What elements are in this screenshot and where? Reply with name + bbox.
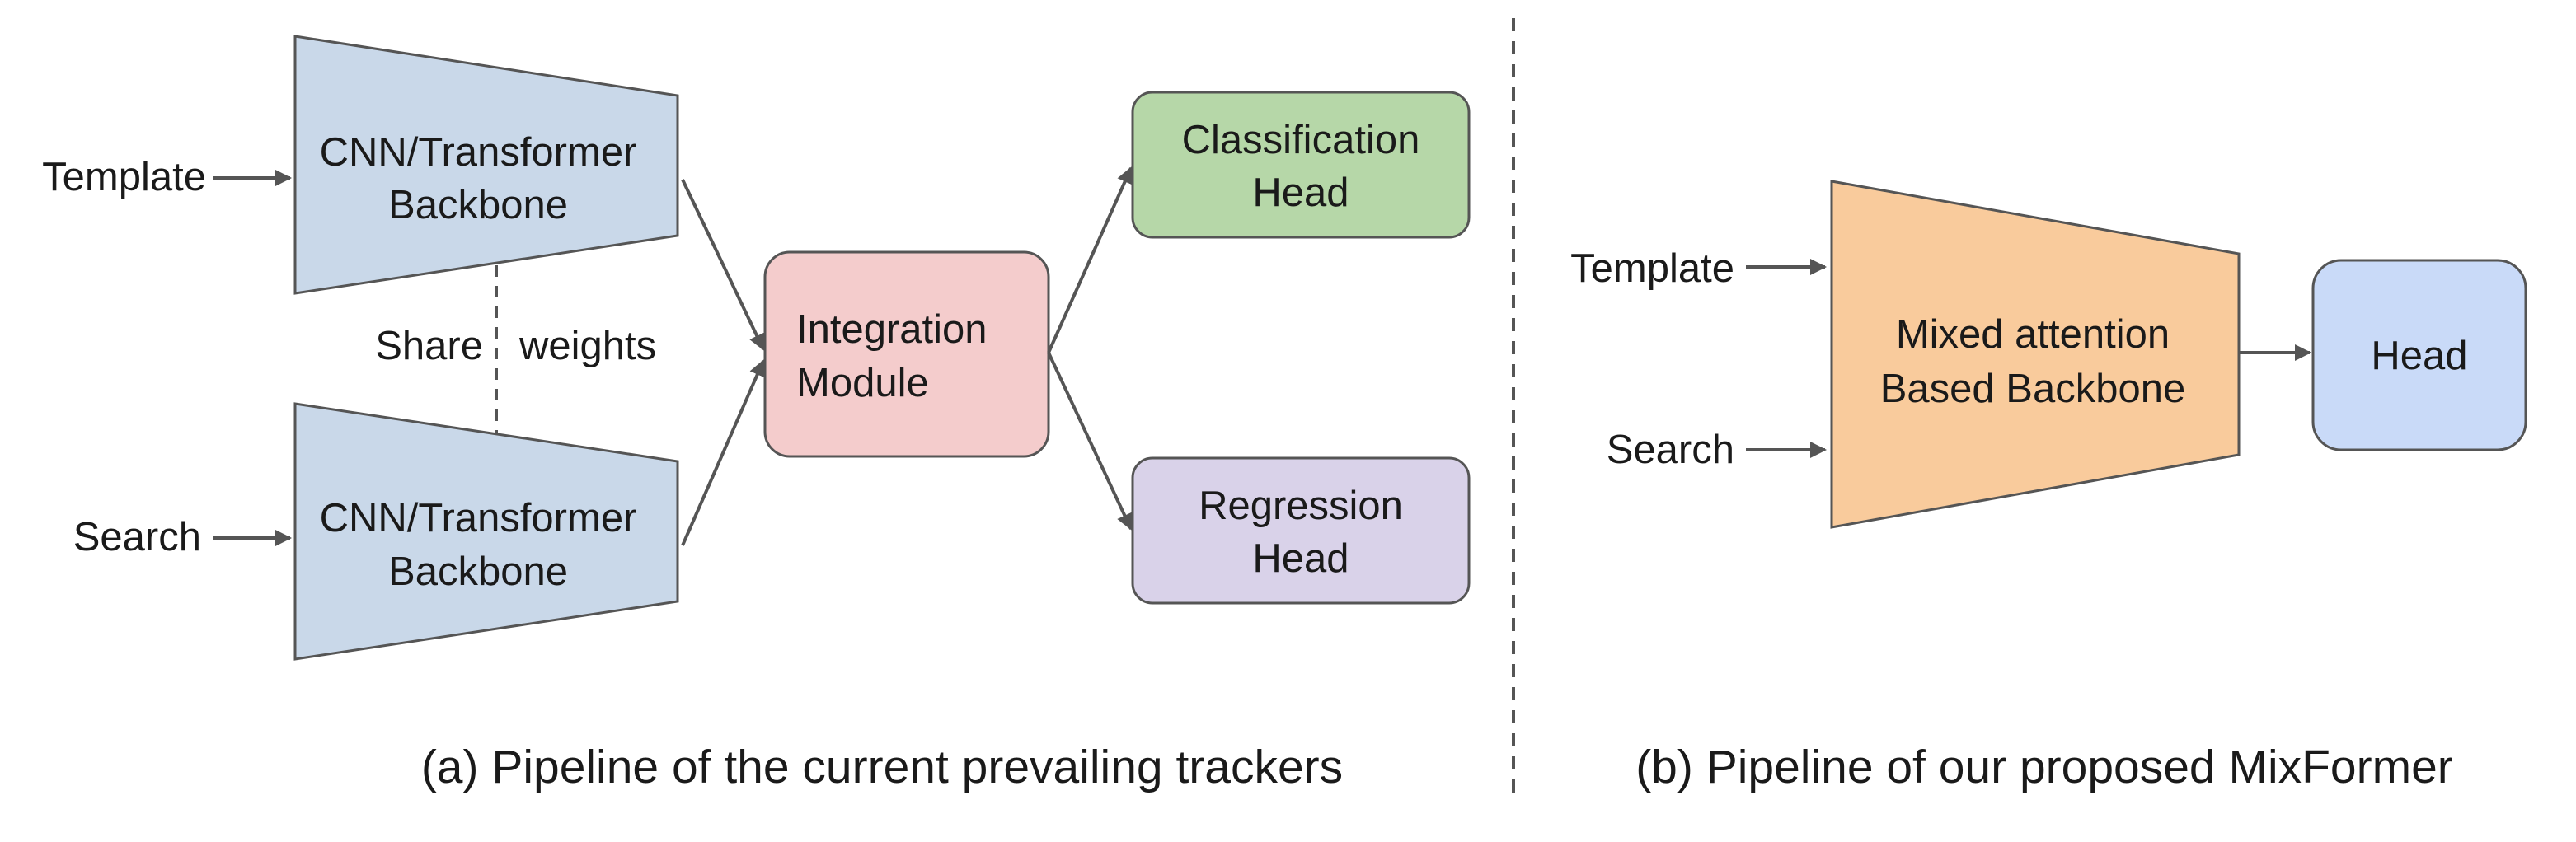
classification-head-label-line1: Classification	[1182, 118, 1420, 162]
share-label: Share	[375, 324, 483, 368]
regression-head: Regression Head	[1131, 456, 1471, 605]
regression-head-label-line1: Regression	[1199, 484, 1403, 528]
classification-head: Classification Head	[1131, 91, 1471, 239]
backbone-top-label-line2: Backbone	[388, 183, 568, 227]
input-template-label-a: Template	[42, 155, 206, 199]
backbone-bottom-shape	[293, 402, 679, 661]
caption-a: (a) Pipeline of the current prevailing t…	[421, 741, 1343, 793]
backbone-top-to-integration-arrow	[681, 179, 765, 351]
input-search-label-a: Search	[73, 515, 201, 559]
integration-module-label-line1: Integration	[796, 307, 988, 352]
backbone-top-shape	[293, 35, 679, 295]
caption-b: (b) Pipeline of our proposed MixFormer	[1635, 741, 2453, 793]
regression-head-box	[1131, 456, 1471, 605]
backbone-bottom-to-integration-arrow	[681, 359, 765, 546]
integration-to-classification-arrow	[1047, 166, 1133, 353]
backbone-top: CNN/Transformer Backbone	[293, 35, 679, 295]
regression-head-label-line2: Head	[1252, 536, 1349, 581]
input-search-label-b: Search	[1607, 428, 1734, 472]
backbone-bottom-label-line1: CNN/Transformer	[320, 496, 637, 540]
head: Head	[2311, 259, 2527, 451]
backbone-bottom-label-line2: Backbone	[388, 550, 568, 594]
integration-module-box	[763, 250, 1050, 458]
panel-b: Template Search Mixed attention Based Ba…	[1570, 180, 2527, 793]
head-box	[2311, 259, 2527, 451]
mixed-attention-backbone-label-line2: Based Backbone	[1880, 367, 2186, 411]
head-label: Head	[2371, 334, 2467, 378]
classification-head-label-line2: Head	[1252, 171, 1349, 215]
input-template-label-b: Template	[1570, 246, 1734, 291]
backbone-top-label-line1: CNN/Transformer	[320, 130, 637, 175]
mixed-attention-backbone-label-line1: Mixed attention	[1896, 312, 2170, 357]
weights-label: weights	[518, 324, 656, 368]
panel-a: CNN/Transformer Backbone CNN/Transformer…	[42, 35, 1471, 793]
classification-head-box	[1131, 91, 1471, 239]
integration-module: Integration Module	[763, 250, 1050, 458]
mixed-attention-backbone-shape	[1830, 180, 2241, 529]
backbone-bottom: CNN/Transformer Backbone	[293, 402, 679, 661]
mixed-attention-backbone: Mixed attention Based Backbone	[1830, 180, 2241, 529]
integration-module-label-line2: Module	[796, 361, 929, 405]
integration-to-regression-arrow	[1047, 352, 1133, 531]
